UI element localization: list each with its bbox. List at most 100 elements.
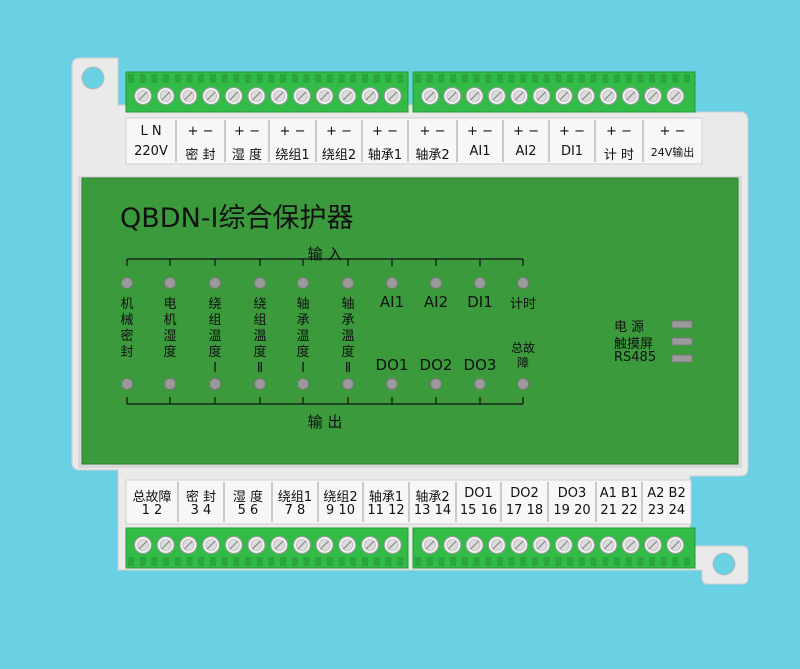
terminal-ridge	[209, 74, 216, 83]
terminal-screw-slot	[447, 91, 457, 101]
input-led-5	[297, 277, 309, 289]
channel-label-1: 机械密封	[120, 297, 134, 360]
output-pins-6: 11 12	[367, 503, 405, 518]
terminal-ridge	[672, 74, 679, 83]
terminal-ridge	[303, 74, 310, 83]
terminal-label-5: 绕组2	[321, 148, 357, 163]
terminal-polarity-4: + −	[279, 124, 306, 139]
terminal-ridge	[362, 557, 368, 566]
terminal-ridge	[338, 557, 345, 566]
terminal-label-1: 220V	[134, 144, 168, 159]
terminal-screw-slot	[206, 540, 216, 550]
terminal-screw-slot	[492, 91, 502, 101]
terminal-ridge	[303, 557, 310, 566]
terminal-ridge	[649, 74, 655, 83]
output-pins-5: 9 10	[326, 503, 355, 518]
terminal-polarity-7: + −	[419, 124, 446, 139]
terminal-ridge	[350, 557, 357, 566]
output-label-2: 密 封	[185, 490, 217, 505]
terminal-ridge	[268, 74, 275, 83]
terminal-polarity-11: + −	[606, 124, 632, 139]
output-led-6	[342, 378, 354, 390]
terminal-label-8: AI1	[469, 144, 491, 159]
terminal-ridge	[625, 557, 632, 566]
terminal-polarity-5: + −	[326, 124, 352, 139]
terminal-polarity-2: + −	[187, 124, 214, 139]
terminal-screw-slot	[365, 540, 375, 550]
terminal-ridge	[450, 557, 457, 566]
terminal-ridge	[496, 74, 503, 83]
terminal-polarity-6: + −	[372, 124, 398, 139]
terminal-screw-slot	[626, 91, 636, 101]
terminal-screw-slot	[648, 540, 658, 550]
output-label-6: 轴承1	[368, 490, 404, 505]
terminal-ridge	[373, 557, 380, 566]
terminal-screw-slot	[206, 91, 216, 101]
terminal-ridge	[209, 557, 216, 566]
terminal-screw-slot	[537, 540, 546, 550]
terminal-ridge	[613, 74, 620, 83]
terminal-ridge	[532, 74, 538, 83]
terminal-ridge	[660, 557, 667, 566]
terminal-ridge	[163, 74, 170, 83]
output-label-9: DO2	[510, 486, 539, 501]
terminal-ridge	[280, 74, 287, 83]
output-led-10	[517, 378, 529, 390]
input-led-7	[386, 277, 398, 289]
terminal-screw-slot	[252, 91, 261, 101]
output-label-10: DO3	[557, 486, 587, 501]
terminal-screw-slot	[670, 91, 680, 101]
output-header: 输 出	[307, 413, 343, 431]
terminal-ridge	[385, 557, 392, 566]
terminal-label-9: AI2	[515, 144, 537, 159]
terminal-label-10: DI1	[560, 144, 584, 159]
output-led-4	[254, 378, 266, 390]
terminal-ridge	[649, 557, 655, 566]
terminal-screw-slot	[297, 91, 307, 101]
terminal-ridge	[602, 557, 609, 566]
terminal-screw-slot	[447, 540, 457, 550]
terminal-screw-slot	[626, 540, 636, 550]
terminal-ridge	[233, 74, 240, 83]
terminal-screw-slot	[388, 540, 398, 550]
terminal-ridge	[128, 74, 134, 83]
terminal-ridge	[174, 557, 181, 566]
terminal-screw-slot	[514, 540, 524, 550]
terminal-polarity-3: + −	[234, 124, 260, 139]
terminal-ridge	[174, 74, 181, 83]
terminal-ridge	[637, 74, 644, 83]
terminal-screw-slot	[470, 540, 480, 550]
terminal-ridge	[555, 557, 562, 566]
terminal-ridge	[543, 74, 550, 83]
terminal-ridge	[461, 557, 468, 566]
terminal-ridge	[426, 557, 433, 566]
terminal-screw-slot	[559, 91, 569, 101]
terminal-ridge	[338, 74, 345, 83]
channel-label-10: 计时	[509, 297, 537, 312]
terminal-polarity-10: + −	[559, 124, 585, 139]
terminal-ridge	[485, 74, 492, 83]
channel-output-label-7: DO1	[375, 356, 409, 374]
terminal-ridge	[221, 74, 228, 83]
terminal-screw-slot	[252, 540, 261, 550]
terminal-ridge	[520, 557, 527, 566]
channel-label-2: 电机湿度	[163, 297, 177, 360]
terminal-ridge	[415, 74, 421, 83]
output-label-5: 绕组2	[323, 490, 358, 505]
terminal-ridge	[613, 557, 620, 566]
terminal-ridge	[508, 74, 515, 83]
terminal-screw-slot	[648, 91, 658, 101]
output-pins-7: 13 14	[413, 503, 452, 518]
terminal-ridge	[438, 557, 445, 566]
output-label-11: A1 B1	[599, 486, 639, 501]
terminal-label-3: 湿 度	[231, 148, 263, 163]
terminal-screw-slot	[365, 91, 375, 101]
terminal-ridge	[198, 74, 205, 83]
terminal-ridge	[660, 74, 667, 83]
terminal-ridge	[473, 74, 480, 83]
terminal-screw-slot	[425, 540, 435, 550]
terminal-screw-slot	[581, 91, 591, 101]
terminal-label-7: 轴承2	[415, 148, 450, 163]
output-pins-8: 15 16	[459, 503, 498, 518]
